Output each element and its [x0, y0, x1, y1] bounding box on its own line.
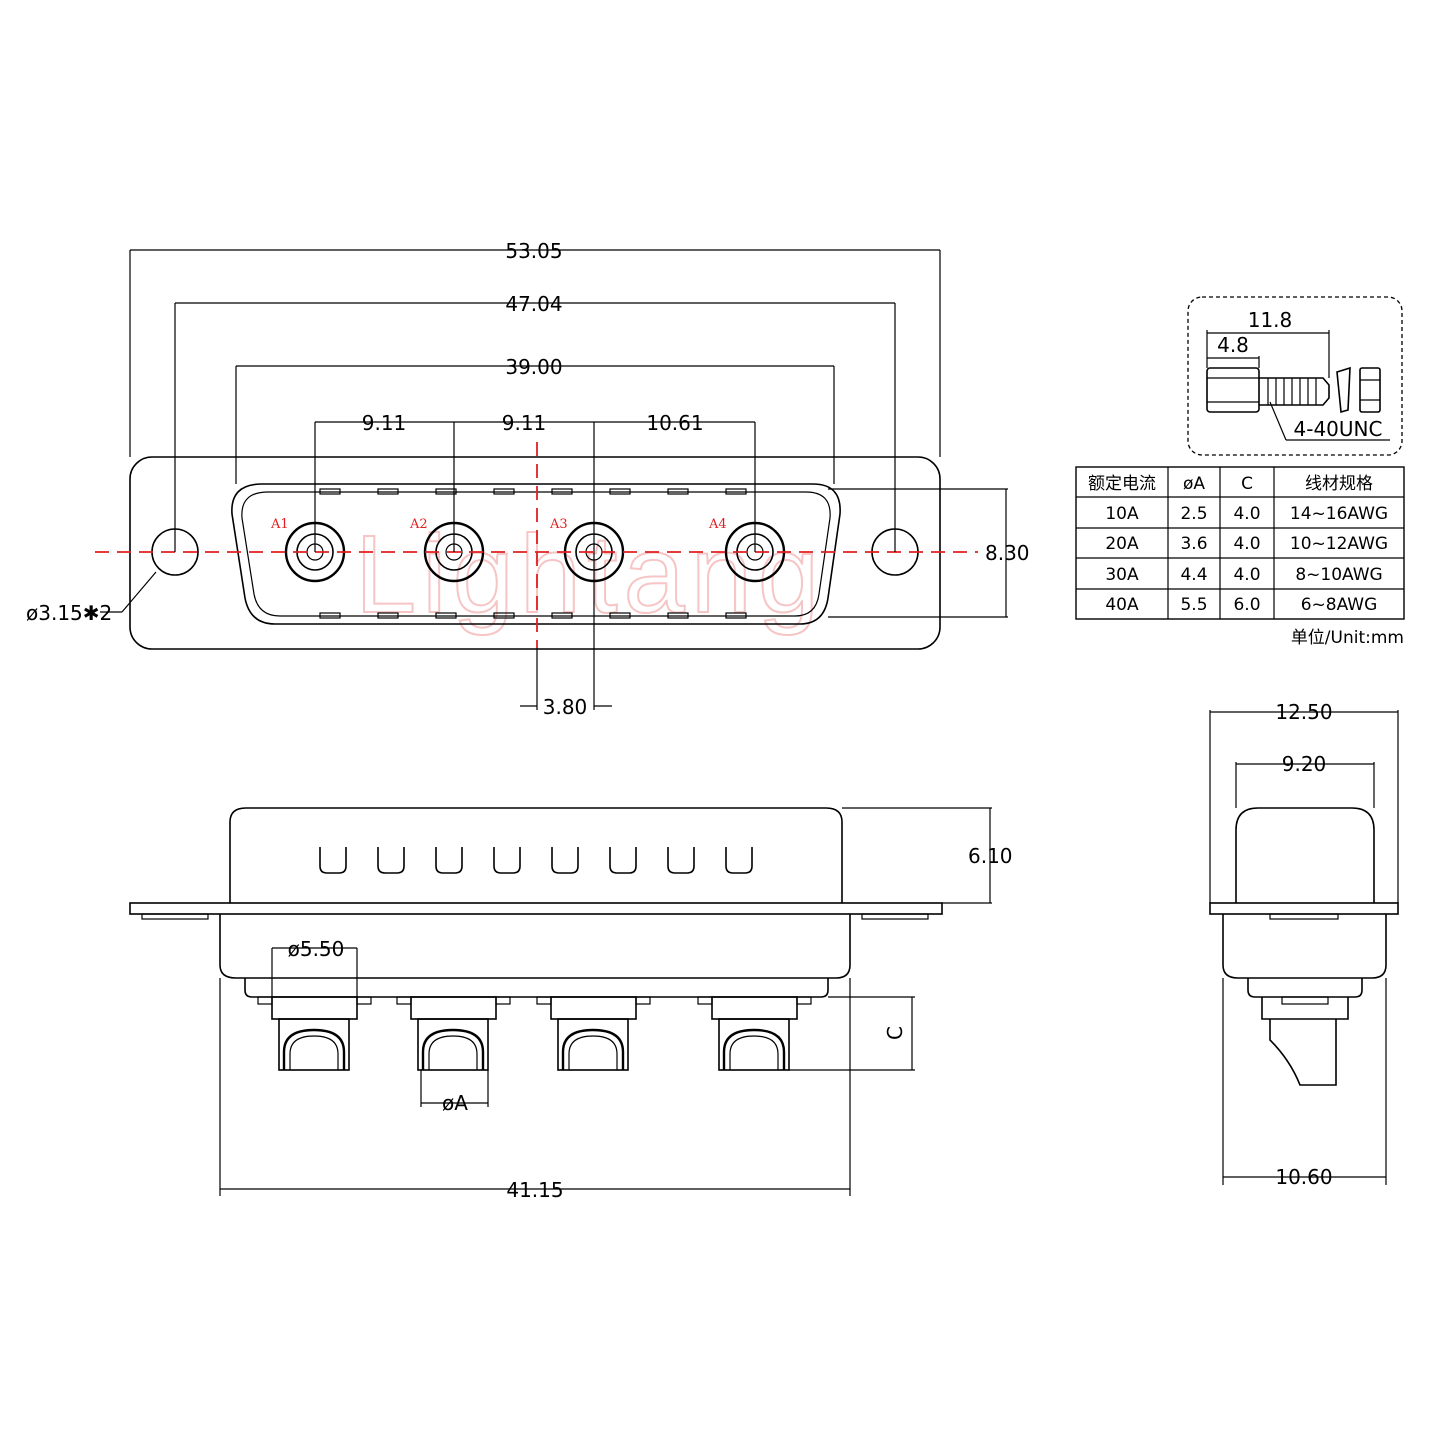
lock-washer	[1336, 366, 1351, 414]
bottom-view: 6.10 ø5.50 C øA 41.15	[129, 807, 1013, 1202]
side-contact	[1261, 997, 1349, 1020]
dim-mount-hole: ø3.15✱2	[26, 601, 112, 625]
dim-offset: 3.80	[543, 695, 588, 719]
table-cell: 5.5	[1180, 595, 1207, 615]
side-body	[1222, 914, 1387, 979]
solder-cup-4	[697, 996, 812, 1071]
side-flange	[1209, 902, 1399, 915]
flange-tab-left	[141, 913, 209, 920]
table-cell: 6~8AWG	[1301, 595, 1378, 615]
table-header-current: 额定电流	[1088, 474, 1156, 494]
table-header-dia: øA	[1183, 474, 1205, 494]
insert-base	[244, 978, 829, 998]
front-view: Lightang	[26, 239, 1030, 719]
dim-screw-length: 11.8	[1248, 308, 1293, 332]
solder-cup-3	[536, 996, 651, 1071]
solder-cup-1	[257, 996, 372, 1071]
table-cell: 6.0	[1233, 595, 1260, 615]
dim-pitch-1: 9.11	[362, 411, 407, 435]
table-unit: 单位/Unit:mm	[1291, 628, 1404, 648]
table-cell: 3.6	[1180, 534, 1207, 554]
bottom-shell	[229, 807, 843, 903]
dim-flange-width: 12.50	[1275, 700, 1332, 724]
d-shell-inner	[241, 491, 831, 617]
shell-dimples	[319, 488, 747, 619]
flange-tab-right	[861, 913, 929, 920]
side-dimension-lines	[1209, 710, 1399, 1185]
table-cell: 4.0	[1233, 534, 1260, 554]
table-cell: 30A	[1105, 565, 1139, 585]
table-cell: 20A	[1105, 534, 1139, 554]
dim-wire-c: C	[883, 1026, 907, 1040]
table-cell: 2.5	[1180, 504, 1207, 524]
bottom-dimension-lines	[219, 807, 992, 1196]
dim-body-width: 41.15	[506, 1178, 563, 1202]
dim-contact-dia: ø5.50	[288, 937, 345, 961]
side-flange-tab	[1269, 913, 1339, 920]
table-cell: 10~12AWG	[1290, 534, 1388, 554]
dim-side-body-width: 10.60	[1275, 1165, 1332, 1189]
dim-screw-head: 4.8	[1217, 333, 1249, 357]
pin-label-a1: A1	[270, 517, 289, 532]
front-dimension-lines	[100, 249, 1008, 710]
table-cell: 4.4	[1180, 565, 1207, 585]
spec-table: 额定电流 øA C 线材规格 10A 2.5 4.0 14~16AWG 20A …	[1075, 466, 1405, 648]
lower-body	[219, 914, 851, 979]
table-cell: 4.0	[1233, 504, 1260, 524]
side-solder-cup	[1269, 1019, 1337, 1086]
dim-height: 8.30	[985, 541, 1030, 565]
dim-screw-thread: 4-40UNC	[1294, 417, 1383, 441]
dim-pitch-3: 10.61	[646, 411, 703, 435]
dim-wire-dia: øA	[442, 1091, 468, 1115]
side-insert	[1247, 978, 1363, 998]
table-cell: 14~16AWG	[1290, 504, 1388, 524]
table-cell: 4.0	[1233, 565, 1260, 585]
table-header-wire: 线材规格	[1305, 474, 1373, 494]
solder-cup-2	[396, 996, 511, 1071]
pin-label-a3: A3	[549, 517, 568, 532]
pin-label-a2: A2	[409, 517, 428, 532]
side-shell	[1235, 807, 1375, 903]
dim-overall-width: 53.05	[505, 239, 562, 263]
dim-bottom-height: 6.10	[968, 844, 1013, 868]
screw-hex-head	[1206, 367, 1260, 413]
screw-detail-frame	[1187, 296, 1403, 456]
table-cell: 10A	[1105, 504, 1139, 524]
dim-pitch-2: 9.11	[502, 411, 547, 435]
table-header-c: C	[1241, 474, 1253, 494]
pin-label-a4: A4	[708, 517, 727, 532]
table-cell: 8~10AWG	[1295, 565, 1382, 585]
screw-detail: 11.8 4.8 4-40UNC	[1187, 296, 1403, 456]
side-contact-base	[1281, 996, 1329, 1005]
side-view: 12.50 9.20 10.60	[1209, 700, 1399, 1189]
shell-slots	[319, 847, 753, 874]
thread-marks	[1267, 378, 1317, 405]
d-shell-outer	[231, 483, 841, 625]
dim-shell-width: 39.00	[505, 355, 562, 379]
dim-mount-hole-spacing: 47.04	[505, 292, 562, 316]
front-flange	[129, 456, 941, 650]
dim-side-shell-width: 9.20	[1282, 752, 1327, 776]
bottom-flange	[129, 902, 943, 915]
table-cell: 40A	[1105, 595, 1139, 615]
screw-thread	[1259, 377, 1330, 406]
screw-nut	[1359, 367, 1381, 413]
